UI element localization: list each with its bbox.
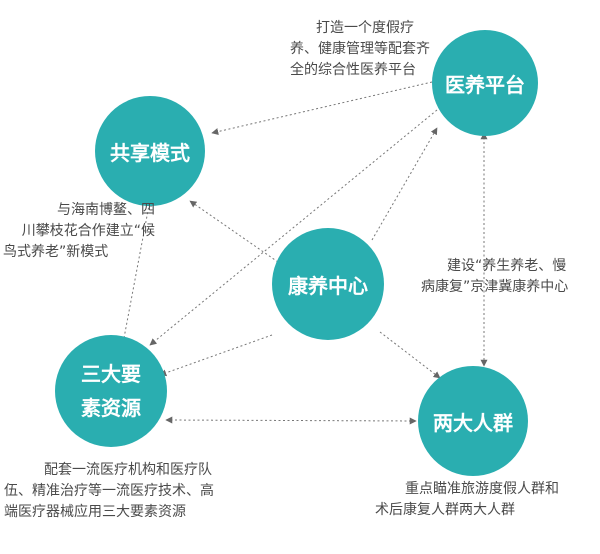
node-share-mode: 共享模式 [95,96,205,206]
node-three-resources: 三大要 素资源 [55,335,167,447]
arrow-center-to-platform [371,127,438,241]
note-share-mode-line: 与海南博鳌、四 [57,202,155,218]
node-wellness-center: 康养中心 [272,228,384,340]
node-two-crowds-label: 两大人群 [433,410,513,435]
arrow-resources-crowds [165,416,417,425]
note-two-crowds-line: 重点瞄准旅游度假人群和 [405,481,559,497]
arrow-resources-to-share [123,199,153,339]
node-two-crowds: 两大人群 [418,366,528,476]
note-three-resources-line: 配套一流医疗机构和医疗队 [44,462,212,478]
note-share-mode-line: 川攀枝花合作建立“候 [21,223,155,239]
arrow-platform-to-share [211,81,433,135]
arrow-platform-to-resources [149,109,438,346]
node-medical-platform: 医养平台 [432,30,538,136]
note-two-crowds-line: 术后康复人群两大人群 [375,502,515,518]
note-three-resources-line: 伍、精准治疗等一流医疗技术、高 [4,483,214,499]
node-medical-platform-label: 医养平台 [445,72,525,97]
note-platform: 打造一个度假疗 养、健康管理等配套齐 全的综合性医养平台 [290,18,430,81]
node-three-resources-line1: 三大要 [81,362,141,386]
note-share-mode: 与海南博鳌、四 川攀枝花合作建立“候 鸟式养老”新模式 [3,200,155,263]
note-three-resources: 配套一流医疗机构和医疗队 伍、精准治疗等一流医疗技术、高 端医疗器械应用三大要素… [4,460,214,523]
arrow-center-to-resources [159,334,273,377]
note-platform-line: 全的综合性医养平台 [290,62,416,78]
arrow-center-to-crowds [379,331,441,379]
note-wellness-center-line: 病康复”京津冀康养中心 [421,279,569,295]
note-share-mode-line: 鸟式养老”新模式 [3,244,109,260]
note-platform-line: 养、健康管理等配套齐 [290,41,430,57]
note-platform-line: 打造一个度假疗 [316,20,414,36]
arrow-center-to-share [189,200,279,263]
node-three-resources-line2: 素资源 [81,396,141,420]
note-wellness-center: 建设“养生养老、慢 病康复”京津冀康养中心 [421,256,568,298]
node-wellness-center-label: 康养中心 [288,273,368,298]
note-wellness-center-line: 建设“养生养老、慢 [447,258,567,274]
note-two-crowds: 重点瞄准旅游度假人群和 术后康复人群两大人群 [375,479,559,521]
node-share-mode-label: 共享模式 [110,140,190,165]
note-three-resources-line: 端医疗器械应用三大要素资源 [4,504,186,520]
